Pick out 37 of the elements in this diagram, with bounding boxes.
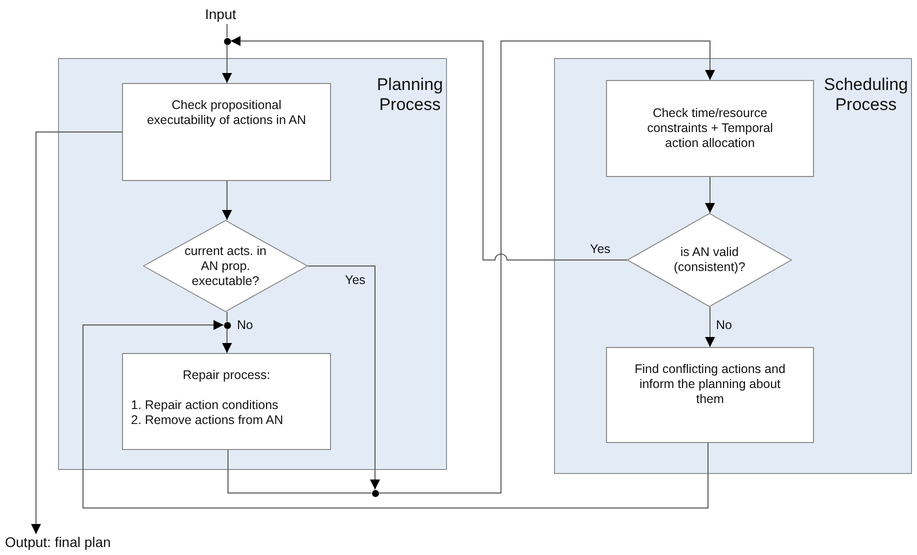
process-panel [58,58,447,470]
connector-arrow [230,36,628,260]
process-box [122,353,331,450]
list-item: 2. Remove actions from AN [131,413,284,428]
box-text: Repair process: [182,368,270,383]
process-box [606,347,814,443]
flow-label: Input [205,6,251,24]
connector-arrow [222,44,232,84]
edge-label: No [237,318,253,333]
connector-arrow [82,320,708,508]
decision-text: is AN valid (consistent)? [672,245,746,275]
process-panel [554,58,912,474]
connector-arrow [222,180,232,220]
connector-arrow [222,328,232,354]
junction-dot [372,490,378,496]
connector-arrow [308,266,380,490]
flow-label: Output: final plan [5,534,165,552]
decision-text: current acts. in AN prop. executable? [184,244,268,288]
connector-arrow [31,132,122,534]
edge-label: No [716,318,732,333]
panel-title: Scheduling Process [824,75,908,115]
panel-title: Planning Process [376,75,443,115]
box-text: Find conflicting actions and inform the planning about them [634,362,786,407]
decision-diamond [143,220,308,312]
list-item: 1. Repair action conditions [131,398,278,413]
connector-arrow [378,40,715,494]
junction-dot [224,322,230,328]
edge-label: Yes [590,242,610,257]
box-text: Check propositional executability of actions in AN [146,98,308,128]
box-text: Check time/resource constraints + Temporal action allocation [646,106,774,151]
connector-arrow [705,176,715,214]
process-box [606,80,814,177]
junction-dot [224,38,230,44]
process-box [122,83,331,181]
connector-arrow [705,306,715,348]
edge-label: Yes [345,273,366,288]
decision-diamond [627,213,792,307]
